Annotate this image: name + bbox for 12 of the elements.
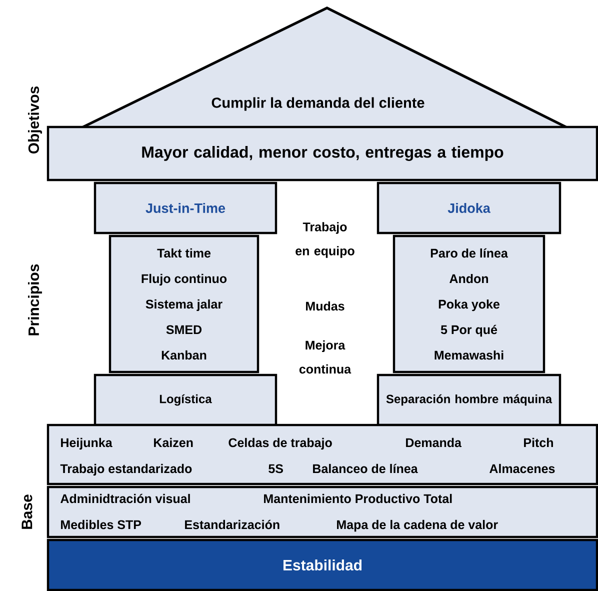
section-label: Objetivos (28, 86, 42, 154)
principle-label: Mejora continua (299, 340, 352, 374)
section-label: Principios (28, 264, 42, 336)
principle-label: Trabajo en equipo (296, 222, 354, 258)
principle-label: Mudas (306, 301, 344, 311)
pillar-capital: Just-in-Time (94, 182, 278, 234)
foundation-band: Estabilidad (46, 538, 598, 591)
pillar-capital: Jidoka (376, 182, 562, 234)
base-band: Adminidtración visual Mantenimiento Productivo Total Medibles STP Estandarización Mapa de la cadena de valor (46, 486, 598, 538)
section-label: Base (22, 494, 32, 529)
beam-box: Logística (94, 374, 278, 426)
beam-box: Separación hombre máquina (376, 374, 562, 426)
